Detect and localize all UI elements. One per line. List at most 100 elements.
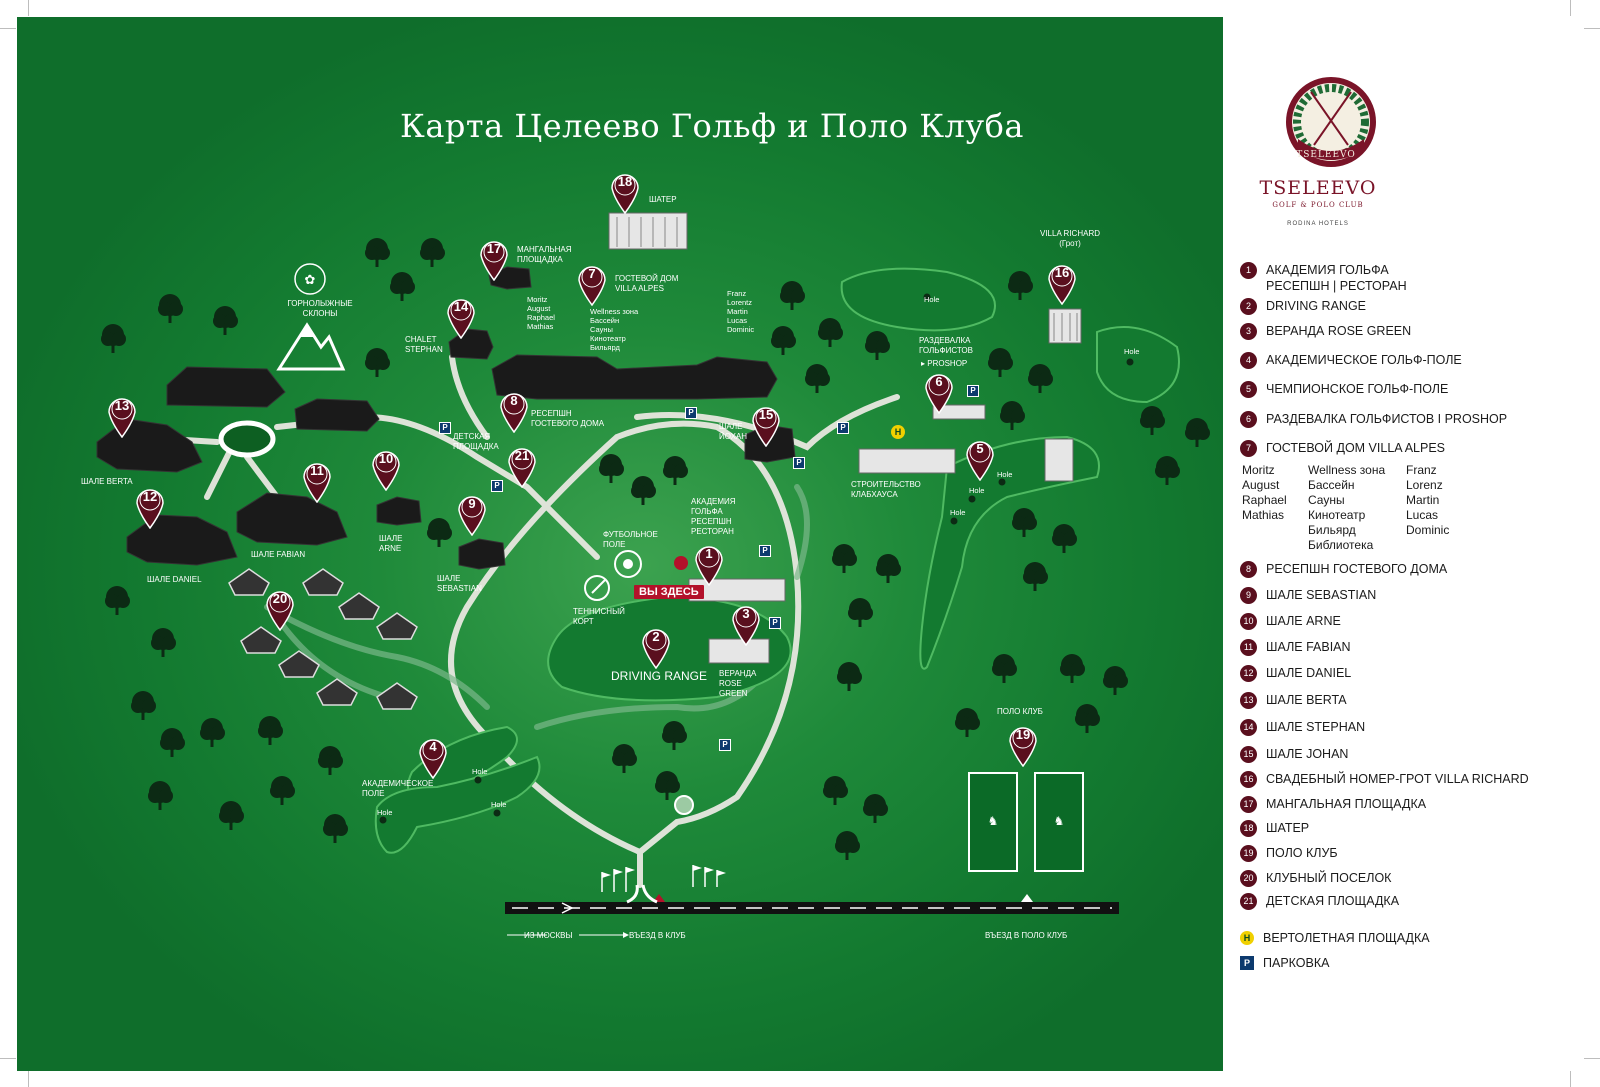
location-pin-icon[interactable]: 21 bbox=[507, 444, 537, 488]
legend-label: ШАЛЕ SEBASTIAN bbox=[1266, 588, 1377, 602]
club-logo: TSELEEVO bbox=[1271, 77, 1391, 177]
legend-label: КЛУБНЫЙ ПОСЕЛОК bbox=[1266, 871, 1392, 885]
tree-icon bbox=[655, 771, 680, 800]
mountain-icon: ✿ bbox=[276, 263, 346, 371]
label-chalet-johan: ШАЛЕ ЙОХАН bbox=[719, 422, 748, 441]
label-polo: ПОЛО КЛУБ bbox=[997, 707, 1043, 716]
parking-icon: P bbox=[759, 545, 771, 557]
location-pin-icon[interactable]: 4 bbox=[418, 735, 448, 779]
you-are-here-badge: ВЫ ЗДЕСЬ bbox=[634, 585, 704, 599]
tree-icon bbox=[1008, 271, 1033, 300]
location-pin-icon[interactable]: 7 bbox=[577, 262, 607, 306]
label-ski: ГОРНОЛЫЖНЫЕ СКЛОНЫ bbox=[287, 299, 353, 318]
parking-icon: P bbox=[837, 422, 849, 434]
tree-icon bbox=[835, 831, 860, 860]
location-pin-icon[interactable]: 6 bbox=[924, 370, 954, 414]
parking-icon: P bbox=[967, 385, 979, 397]
polo-fields: ♞ ♞ bbox=[968, 772, 1084, 872]
legend-label: ГОСТЕВОЙ ДОМ VILLA ALPES bbox=[1266, 441, 1445, 455]
tree-icon bbox=[1185, 418, 1210, 447]
location-pin-icon[interactable]: 5 bbox=[965, 437, 995, 481]
label-academic-field: АКАДЕМИЧЕСКОЕ ПОЛЕ bbox=[362, 779, 434, 798]
crop-mark bbox=[0, 1058, 16, 1059]
location-pin-icon[interactable]: 3 bbox=[731, 602, 761, 646]
legend-label: ШАЛЕ STEPHAN bbox=[1266, 720, 1366, 734]
location-pin-icon[interactable]: 12 bbox=[135, 485, 165, 529]
tree-icon bbox=[390, 272, 415, 301]
polo-player-icon: ♞ bbox=[988, 814, 999, 828]
tree-icon bbox=[258, 716, 283, 745]
tree-icon bbox=[105, 586, 130, 615]
holes bbox=[379, 293, 1134, 824]
crop-mark bbox=[1570, 0, 1571, 16]
location-pin-icon[interactable]: 20 bbox=[265, 587, 295, 631]
tree-icon bbox=[131, 691, 156, 720]
here-ball bbox=[674, 556, 688, 570]
location-pin-icon[interactable]: 15 bbox=[751, 403, 781, 447]
location-pin-icon[interactable]: 1 bbox=[694, 542, 724, 586]
tree-icon bbox=[420, 238, 445, 267]
label-from-moscow: ИЗ МОСКВЫ bbox=[524, 931, 573, 940]
location-pin-icon[interactable]: 19 bbox=[1008, 723, 1038, 767]
location-pin-icon[interactable]: 17 bbox=[479, 237, 509, 281]
location-pin-icon[interactable]: 10 bbox=[371, 447, 401, 491]
label-hole: Hole bbox=[997, 470, 1013, 479]
location-pin-icon[interactable]: 2 bbox=[641, 625, 671, 669]
legend-number-badge: 15 bbox=[1240, 746, 1257, 763]
legend-panel: TSELEEVO TSELEEVO GOLF & POLO CLUB RODIN… bbox=[1226, 17, 1586, 1071]
tree-icon bbox=[219, 801, 244, 830]
location-pin-icon[interactable]: 13 bbox=[107, 394, 137, 438]
tree-icon bbox=[848, 598, 873, 627]
crop-mark bbox=[0, 28, 16, 29]
resort-map[interactable]: ♞ ♞ ✿ bbox=[17, 17, 1223, 1071]
location-pin-icon[interactable]: 14 bbox=[446, 295, 476, 339]
legend-number-badge: 21 bbox=[1240, 893, 1257, 910]
parking-icon: P bbox=[719, 739, 731, 751]
legend-label: ВЕРАНДА ROSE GREEN bbox=[1266, 324, 1412, 338]
crop-mark bbox=[28, 0, 29, 16]
location-pin-icon[interactable]: 16 bbox=[1047, 261, 1077, 305]
tree-icon bbox=[1028, 364, 1053, 393]
helipad-icon: H bbox=[891, 425, 905, 439]
legend-label: РЕСЕПШН ГОСТЕВОГО ДОМА bbox=[1266, 562, 1448, 576]
tree-icon bbox=[1052, 524, 1077, 553]
tree-icon bbox=[1155, 456, 1180, 485]
crop-mark bbox=[1584, 28, 1600, 29]
location-pin-icon[interactable]: 9 bbox=[457, 492, 487, 536]
brand-name: TSELEEVO bbox=[1259, 177, 1377, 199]
label-veranda: ВЕРАНДА ROSE GREEN bbox=[719, 669, 757, 698]
label-chalet-sebastian: ШАЛЕ SEBASTIAN bbox=[437, 574, 482, 593]
tree-icon bbox=[863, 794, 888, 823]
logo-badge-text: TSELEEVO bbox=[1296, 150, 1356, 160]
location-pin-icon[interactable]: 11 bbox=[302, 459, 332, 503]
label-chalet-daniel: ШАЛЕ DANIEL bbox=[147, 575, 202, 584]
svg-text:✿: ✿ bbox=[305, 272, 316, 287]
legend-label: ШАЛЕ FABIAN bbox=[1266, 640, 1351, 654]
legend-label: МАНГАЛЬНАЯ ПЛОЩАДКА bbox=[1266, 797, 1427, 811]
label-shater: ШАТЕР bbox=[649, 195, 677, 204]
location-pin-icon[interactable]: 18 bbox=[610, 170, 640, 214]
label-hole: Hole bbox=[491, 800, 507, 809]
tree-icon bbox=[832, 544, 857, 573]
legend-label: РАЗДЕВАЛКА ГОЛЬФИСТОВ I PROSHOP bbox=[1266, 412, 1508, 426]
parking-icon: P bbox=[1240, 956, 1254, 970]
tree-icon bbox=[160, 728, 185, 757]
location-pin-icon[interactable]: 8 bbox=[499, 389, 529, 433]
legend-number-badge: 8 bbox=[1240, 561, 1257, 578]
label-hole: Hole bbox=[1124, 347, 1140, 356]
polo-entry-marker bbox=[1021, 894, 1033, 902]
